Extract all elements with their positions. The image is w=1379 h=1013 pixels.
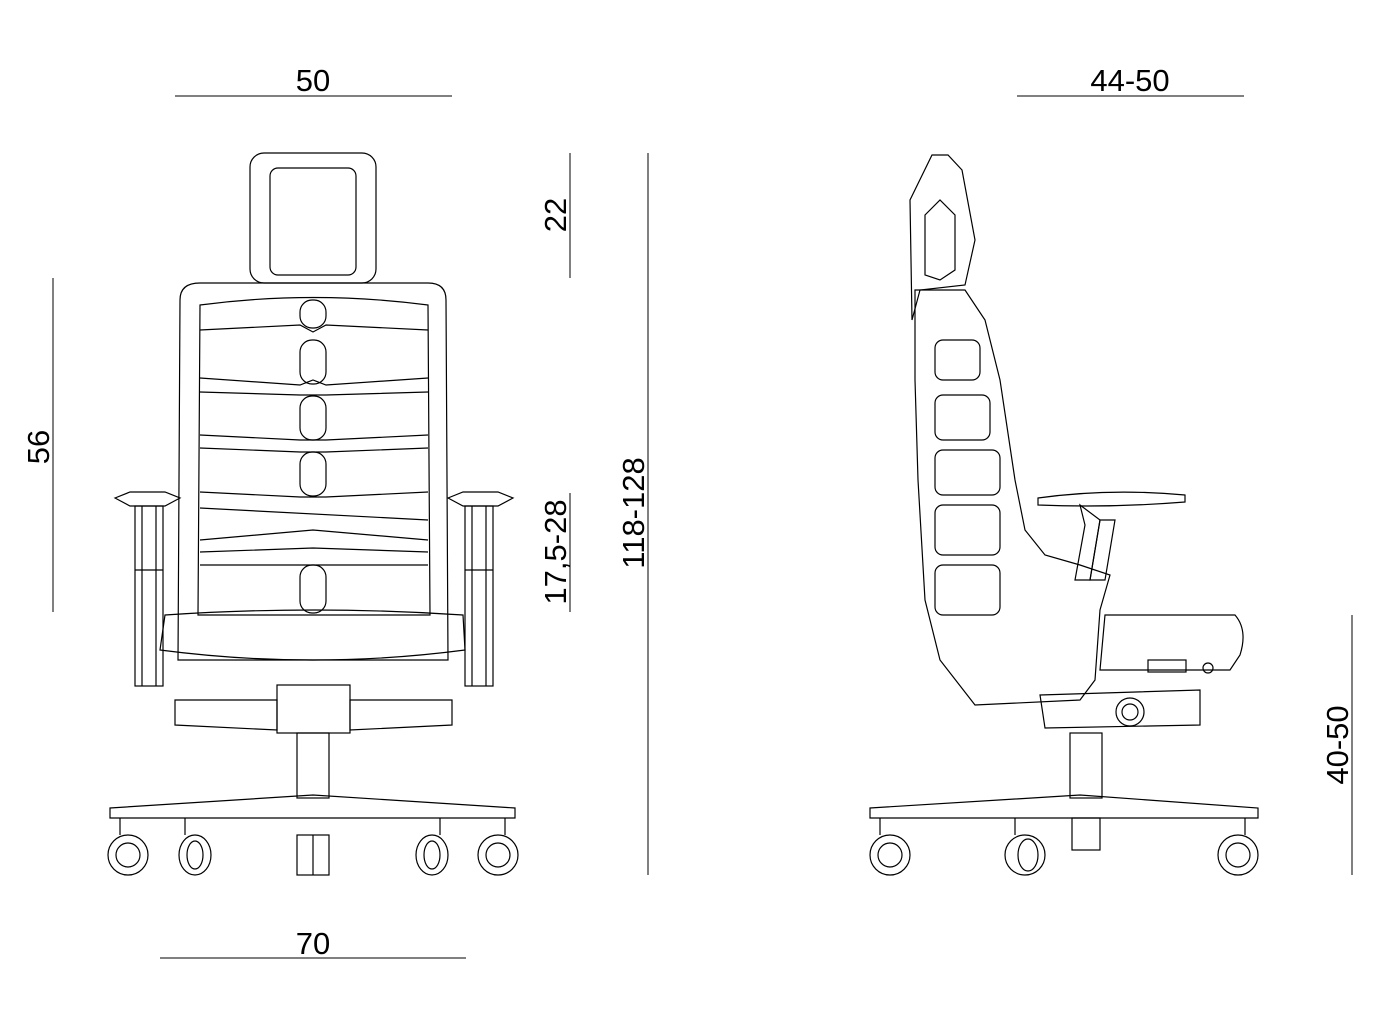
seat-height-label: 40-50: [1320, 705, 1355, 784]
total-height-label: 118-128: [616, 457, 651, 568]
base-width-label: 70: [296, 926, 330, 961]
left-armrest: [113, 491, 182, 687]
side-depth-label: 44-50: [1090, 63, 1169, 98]
chair-side-view: [869, 154, 1259, 876]
side-casters: [869, 834, 1259, 876]
seat: [159, 609, 466, 734]
side-backrest: [914, 289, 1111, 706]
headrest: [249, 152, 377, 284]
casters: [107, 834, 519, 876]
gas-lift-column: [296, 732, 330, 799]
side-star-base: [869, 794, 1259, 851]
headrest-height-label: 22: [538, 198, 573, 232]
side-headrest: [909, 154, 976, 321]
star-base: [109, 794, 516, 835]
armrest-height-label: 17,5-28: [538, 499, 573, 604]
backrest: [177, 282, 449, 661]
backrest-slats: [199, 299, 429, 614]
side-armrest: [1037, 491, 1186, 581]
backrest-height-label: 56: [21, 430, 56, 464]
chair-front-view: [107, 152, 519, 876]
front-width-label: 50: [296, 63, 330, 98]
side-seat: [1039, 614, 1244, 729]
right-armrest: [446, 491, 515, 687]
side-gas-lift-column: [1069, 732, 1103, 799]
